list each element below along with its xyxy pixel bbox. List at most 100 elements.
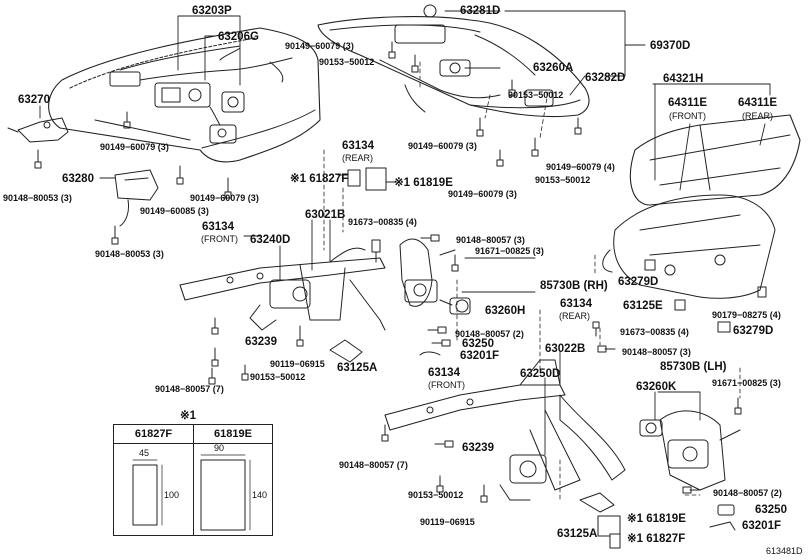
leader-lines (39, 10, 771, 456)
label-64311E-rear[interactable]: 64311E (738, 97, 778, 109)
label-63022B[interactable]: 63022B (545, 343, 586, 355)
label-63270[interactable]: 63270 (18, 94, 50, 106)
label-63206G[interactable]: 63206G (218, 31, 259, 43)
label-63125A-a[interactable]: 63125A (337, 362, 378, 374)
bolt-set-mid-left (208, 317, 304, 385)
label-90149-60085[interactable]: 90149−60085 (3) (140, 206, 209, 216)
label-90153-50012-b[interactable]: 90153−50012 (508, 90, 564, 100)
label-63201F-a[interactable]: 63201F (460, 350, 500, 362)
roof-motor-cluster (109, 47, 293, 144)
ref-pad-dimensions-table: 61827F 61819E (113, 424, 273, 536)
latch-bracket-63270 (7, 117, 69, 143)
label-90153-50012-c[interactable]: 90153−50012 (250, 372, 306, 382)
label-90148-80057-b[interactable]: 90148−80057 (2) (455, 329, 524, 339)
label-63260K[interactable]: 63260K (636, 381, 677, 393)
ref-pad-61819E (200, 454, 251, 531)
label-85730B-RH[interactable]: 85730B (RH) (540, 280, 608, 292)
label-63260H[interactable]: 63260H (485, 305, 526, 317)
label-63279D-b[interactable]: 63279D (733, 325, 774, 337)
ref-col-61819E: 61819E (214, 428, 252, 440)
label-63134-rear-a[interactable]: 63134 (342, 140, 374, 152)
rear-roof-mechanism (379, 4, 554, 113)
label-63203P[interactable]: 63203P (192, 5, 232, 17)
label-90179-08275[interactable]: 90179−08275 (4) (712, 310, 781, 320)
motor-63260H (439, 297, 471, 315)
hinge-85730B-RH (399, 238, 456, 307)
label-63279D-a[interactable]: 63279D (618, 276, 659, 288)
label-69370D[interactable]: 69370D (650, 40, 691, 52)
label-64311E-rear-note: (REAR) (742, 111, 773, 121)
label-63134-rear-b[interactable]: 63134 (560, 298, 592, 310)
label-61819E-bot[interactable]: ※1 61819E (627, 513, 686, 525)
pad-61819E-b (597, 515, 621, 537)
label-90153-50012-c2[interactable]: 90153−50012 (535, 175, 591, 185)
ref-box-mark: ※1 (180, 410, 197, 422)
label-63201F-b[interactable]: 63201F (742, 520, 782, 532)
label-90148-80053-b[interactable]: 90148−80053 (3) (95, 249, 164, 259)
label-90148-80053-a[interactable]: 90148−80053 (3) (3, 193, 72, 203)
label-63134-front-a[interactable]: 63134 (202, 221, 234, 233)
label-61827F-bot[interactable]: ※1 61827F (627, 533, 686, 545)
label-63134-front-b-note: (FRONT) (428, 380, 465, 390)
label-90149-60079-b[interactable]: 90149−60079 (3) (190, 193, 259, 203)
label-63240D[interactable]: 63240D (250, 234, 291, 246)
label-63125A-b[interactable]: 63125A (557, 528, 598, 540)
label-63250D[interactable]: 63250D (520, 368, 561, 380)
lock-actuator-63280 (114, 169, 159, 227)
label-63239-a[interactable]: 63239 (245, 336, 277, 348)
label-85730B-LH[interactable]: 85730B (LH) (660, 361, 727, 373)
roof-panel-front (48, 27, 321, 163)
trim-panel-64311E (629, 114, 801, 206)
motor-63240D (249, 279, 311, 331)
label-90148-80057-d[interactable]: 90148−80057 (3) (622, 347, 691, 357)
label-91671-00825-a[interactable]: 91671−00825 (3) (475, 246, 544, 256)
label-90149-60079-a[interactable]: 90149−60079 (3) (100, 142, 169, 152)
ref-61827F-width: 45 (139, 448, 150, 458)
label-61827F-top[interactable]: ※1 61827F (290, 173, 349, 185)
label-90148-80057-f[interactable]: 90148−80057 (2) (713, 488, 782, 498)
label-90148-80057-c[interactable]: 90148−80057 (7) (155, 384, 224, 394)
label-63021B[interactable]: 63021B (305, 209, 346, 221)
label-63239-b[interactable]: 63239 (462, 442, 494, 454)
label-63125E[interactable]: 63125E (623, 300, 663, 312)
label-90148-80057-a[interactable]: 90148−80057 (3) (456, 235, 525, 245)
ref-61819E-height: 140 (252, 490, 268, 500)
dashed-guide-lines (323, 61, 741, 501)
link-63125A-b (579, 492, 615, 513)
pad-61827F-b (609, 533, 621, 549)
label-90149-60079-f[interactable]: 90149−60079 (3) (448, 189, 517, 199)
ref-pad-61827F (132, 459, 163, 526)
hinge-assembly-64321H (602, 194, 776, 299)
label-63280[interactable]: 63280 (62, 173, 94, 185)
ref-divider (193, 425, 194, 535)
label-91673-00835-b[interactable]: 91673−00835 (4) (620, 327, 689, 337)
label-91671-00825-b[interactable]: 91671−00825 (3) (712, 378, 781, 388)
label-63134-front-a-note: (FRONT) (201, 234, 238, 244)
label-63281D[interactable]: 63281D (460, 5, 501, 17)
label-63250-a[interactable]: 63250 (462, 338, 494, 350)
label-90149-60079-e[interactable]: 90149−60079 (4) (546, 162, 615, 172)
label-63134-rear-b-note: (REAR) (559, 311, 590, 321)
label-63282D[interactable]: 63282D (585, 72, 626, 84)
motor-63250D (499, 454, 547, 501)
label-63134-front-b[interactable]: 63134 (428, 367, 460, 379)
bolt-set-left (34, 111, 232, 245)
label-63260A[interactable]: 63260A (533, 62, 574, 74)
label-61819E-top[interactable]: ※1 61819E (394, 177, 453, 189)
label-90119-06915-a[interactable]: 90119−06915 (270, 359, 325, 369)
label-90148-80057-e[interactable]: 90148−80057 (7) (339, 460, 408, 470)
label-64311E-front[interactable]: 64311E (668, 97, 708, 109)
ref-header-rule (114, 443, 272, 444)
ref-61819E-width: 90 (214, 443, 225, 453)
motor-63260K (639, 419, 663, 437)
label-63250-b[interactable]: 63250 (755, 504, 787, 516)
label-90153-50012-a[interactable]: 90153−50012 (319, 57, 375, 67)
label-64321H[interactable]: 64321H (663, 73, 704, 85)
label-91673-00835-a[interactable]: 91673−00835 (4) (348, 217, 417, 227)
label-90153-50012-d[interactable]: 90153−50012 (408, 490, 464, 500)
label-90149-60079-c[interactable]: 90149−60079 (3) (285, 41, 354, 51)
label-90119-06915-b[interactable]: 90119−06915 (420, 517, 475, 527)
label-90149-60079-d[interactable]: 90149−60079 (3) (408, 141, 477, 151)
